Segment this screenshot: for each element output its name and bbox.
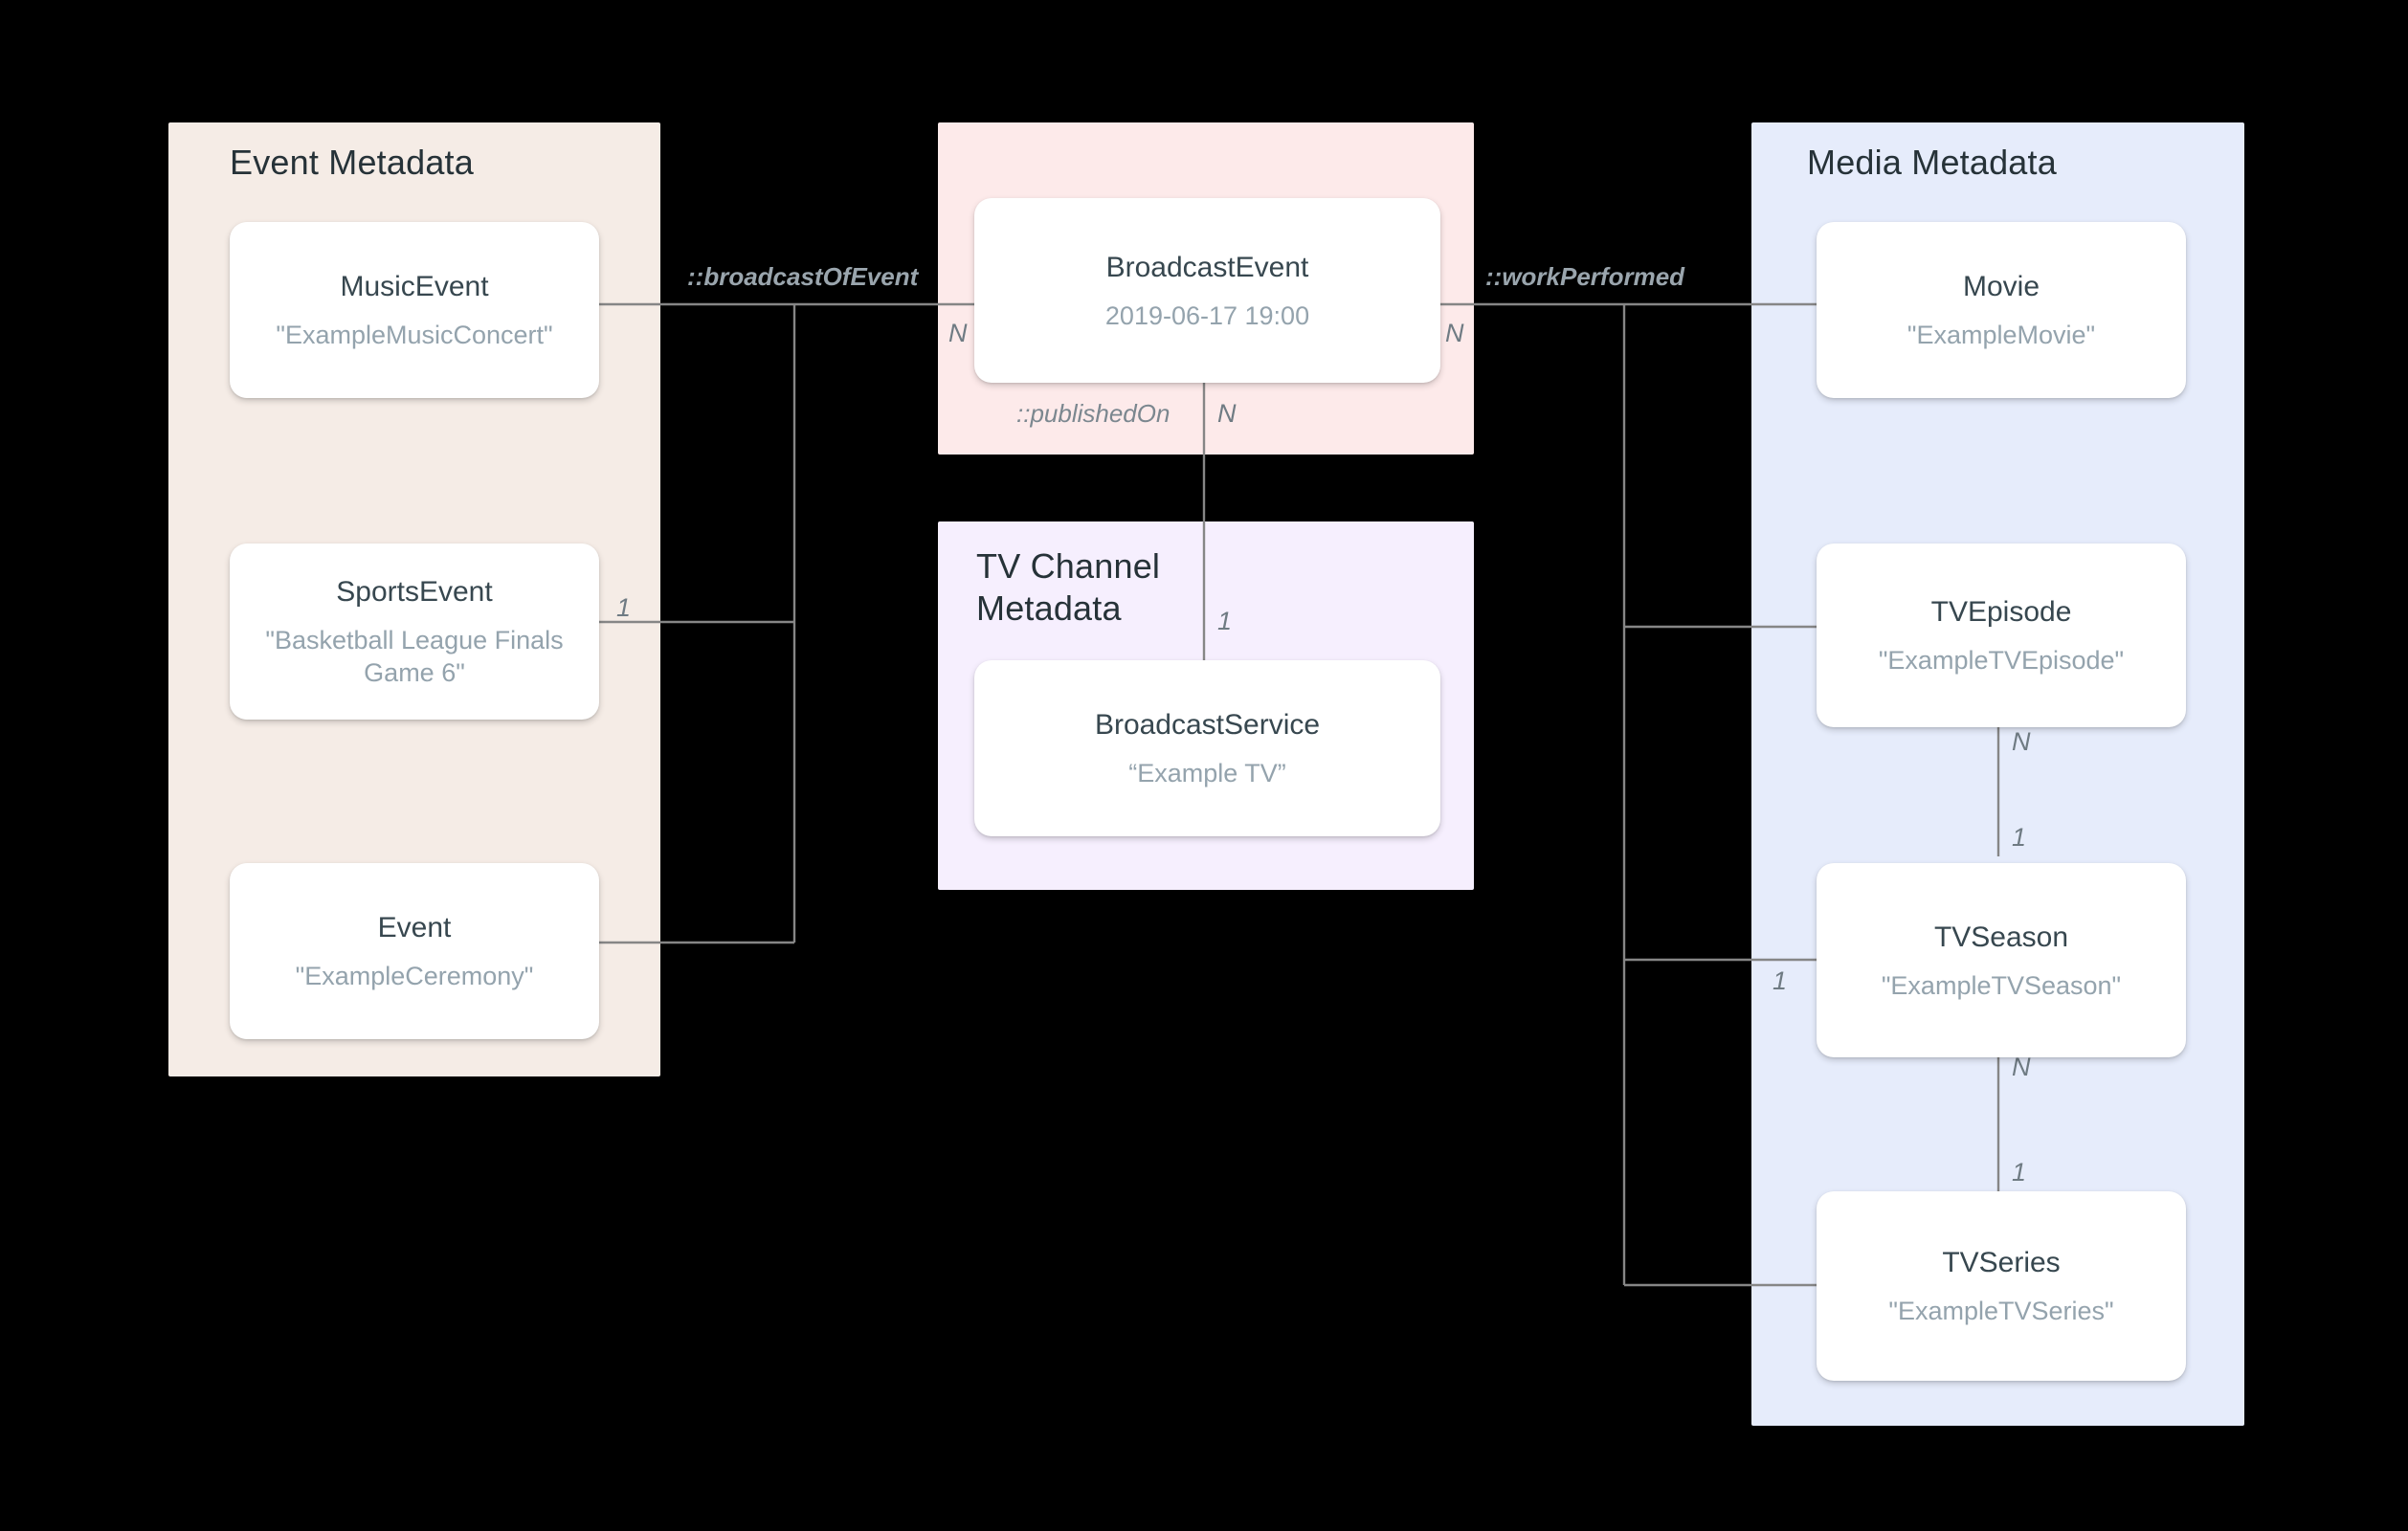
cardinality-broadcast-service-top: 1 — [1217, 607, 1233, 635]
node-type-broadcast-event: BroadcastEvent — [1105, 251, 1309, 283]
node-card-sports-event[interactable]: SportsEvent "Basketball League Finals Ga… — [230, 544, 599, 720]
node-type-tv-series: TVSeries — [1942, 1247, 2061, 1278]
cardinality-broadcast-event-left: N — [948, 319, 968, 347]
node-card-tv-series[interactable]: TVSeries "ExampleTVSeries" — [1817, 1191, 2186, 1381]
node-value-sports-event: "Basketball League Finals Game 6" — [265, 626, 564, 687]
node-type-tv-season: TVSeason — [1933, 921, 2069, 953]
node-value-tv-episode: "ExampleTVEpisode" — [1878, 646, 2125, 675]
node-card-event[interactable]: Event "ExampleCeremony" — [230, 863, 599, 1039]
cardinality-broadcast-event-right: N — [1445, 319, 1464, 347]
node-value-broadcast-event: 2019-06-17 19:00 — [1104, 300, 1310, 330]
node-card-tv-episode[interactable]: TVEpisode "ExampleTVEpisode" — [1817, 544, 2186, 727]
node-type-event: Event — [377, 912, 452, 943]
node-value-movie: "ExampleMovie" — [1906, 321, 2096, 349]
node-value-tv-season: "ExampleTVSeason" — [1881, 970, 2122, 1000]
panel-title-tv-channel-metadata: TV Channel Metadata — [976, 546, 1161, 628]
cardinality-broadcast-event-bottom: N — [1217, 399, 1237, 428]
node-value-broadcast-service: “Example TV” — [1128, 759, 1286, 788]
node-card-broadcast-service[interactable]: BroadcastService “Example TV” — [974, 660, 1440, 836]
node-type-music-event: MusicEvent — [340, 271, 489, 302]
edge-label-work-performed: ::workPerformed — [1485, 262, 1685, 291]
node-value-music-event: "ExampleMusicConcert" — [276, 321, 553, 349]
node-card-music-event[interactable]: MusicEvent "ExampleMusicConcert" — [230, 222, 599, 398]
node-value-tv-series: "ExampleTVSeries" — [1888, 1297, 2114, 1325]
node-type-movie: Movie — [1962, 271, 2040, 302]
edge-label-broadcast-of-event: ::broadcastOfEvent — [687, 262, 919, 291]
node-type-broadcast-service: BroadcastService — [1094, 709, 1321, 741]
cardinality-tv-season-left: 1 — [1773, 966, 1788, 995]
node-type-sports-event: SportsEvent — [336, 576, 493, 608]
cardinality-sports-event-right: 1 — [616, 593, 632, 622]
cardinality-tv-season-bottom: N — [2012, 1053, 2031, 1081]
cardinality-tv-series-top: 1 — [2012, 1158, 2027, 1187]
node-value-event: "ExampleCeremony" — [295, 962, 534, 990]
node-card-movie[interactable]: Movie "ExampleMovie" — [1817, 222, 2186, 398]
cardinality-tv-season-top: 1 — [2012, 823, 2027, 852]
node-card-tv-season[interactable]: TVSeason "ExampleTVSeason" — [1817, 863, 2186, 1057]
node-type-tv-episode: TVEpisode — [1930, 596, 2072, 628]
panel-title-media-metadata: Media Metadata — [1807, 143, 2057, 182]
edge-label-published-on: ::publishedOn — [1016, 399, 1171, 428]
cardinality-tv-episode-bottom: N — [2012, 727, 2031, 756]
node-card-broadcast-event[interactable]: BroadcastEvent 2019-06-17 19:00 — [974, 198, 1440, 383]
panel-title-event-metadata: Event Metadata — [230, 143, 474, 182]
